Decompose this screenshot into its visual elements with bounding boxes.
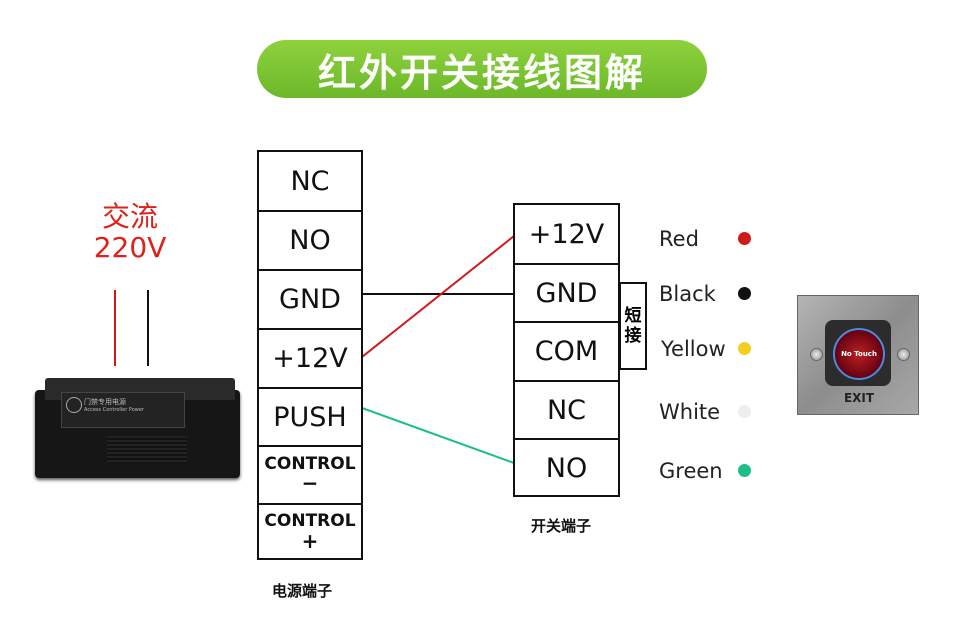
- device-panel-text: 门禁专用电源: [84, 398, 126, 406]
- power-terminal-nc: NC: [290, 165, 330, 197]
- wire-12v-red: [361, 235, 515, 358]
- no-touch-label: No Touch: [841, 350, 877, 358]
- device-panel-subtext: Access Controller Power: [84, 407, 145, 413]
- no-touch-sensor: No Touch: [833, 328, 885, 380]
- power-terminal-caption: 电源端子: [272, 582, 333, 600]
- wire-label-green: Green: [659, 459, 723, 483]
- wire-push-green: [361, 407, 515, 464]
- ac-label-line1: 交流: [101, 200, 158, 233]
- power-terminal-12v: +12V: [259, 328, 361, 387]
- wire-label-black: Black: [659, 282, 716, 306]
- switch-terminal-com: COM: [515, 321, 618, 380]
- screw-icon: [897, 348, 910, 361]
- wire-label-red: Red: [659, 227, 699, 251]
- control-plus-label: CONTROL: [264, 511, 356, 532]
- power-terminal-block: NC NO GND +12V PUSH CONTROL − CONTROL +: [257, 150, 363, 560]
- switch-terminal-nc: NC: [515, 380, 618, 438]
- power-terminal-gnd: GND: [259, 269, 361, 328]
- short-label-1: 短: [624, 305, 642, 326]
- green-dot-icon: [738, 464, 751, 477]
- device-panel: 门禁专用电源 Access Controller Power: [61, 392, 185, 428]
- switch-terminal-caption: 开关端子: [531, 517, 592, 535]
- wire-label-yellow: Yellow: [661, 337, 726, 361]
- device-vent: [107, 436, 187, 462]
- power-terminal-control-plus: CONTROL +: [259, 503, 361, 560]
- screw-icon: [810, 348, 823, 361]
- black-dot-icon: [738, 287, 751, 300]
- ac-voltage-label: 交流 220V: [70, 200, 190, 264]
- ac-label-line2: 220V: [93, 230, 167, 264]
- power-terminal-push: PUSH: [259, 387, 361, 445]
- switch-terminal-no: NO: [515, 438, 618, 497]
- yellow-dot-icon: [738, 342, 751, 355]
- title-banner: 红外开关接线图解: [257, 40, 707, 98]
- short-connect-bracket: 短 接: [619, 282, 647, 370]
- brand-logo-icon: [66, 397, 82, 413]
- power-supply-device: 门禁专用电源 Access Controller Power: [35, 378, 240, 478]
- exit-label: EXIT: [843, 391, 875, 405]
- short-label-2: 接: [624, 326, 642, 346]
- exit-button-plate: No Touch EXIT: [797, 295, 919, 415]
- exit-button: No Touch: [825, 320, 891, 386]
- switch-terminal-block: +12V GND COM NC NO: [513, 203, 620, 497]
- wire-label-white: White: [659, 400, 721, 424]
- power-terminal-control-minus: CONTROL −: [259, 445, 361, 503]
- minus-sign: −: [301, 471, 319, 496]
- red-dot-icon: [738, 232, 751, 245]
- switch-terminal-gnd: GND: [515, 263, 618, 321]
- power-terminal-no: NO: [259, 210, 361, 269]
- plus-sign: +: [301, 528, 319, 553]
- switch-terminal-12v: +12V: [528, 218, 605, 250]
- diagram-title: 红外开关接线图解: [317, 50, 646, 95]
- white-dot-icon: [738, 405, 751, 418]
- control-minus-label: CONTROL: [264, 453, 356, 474]
